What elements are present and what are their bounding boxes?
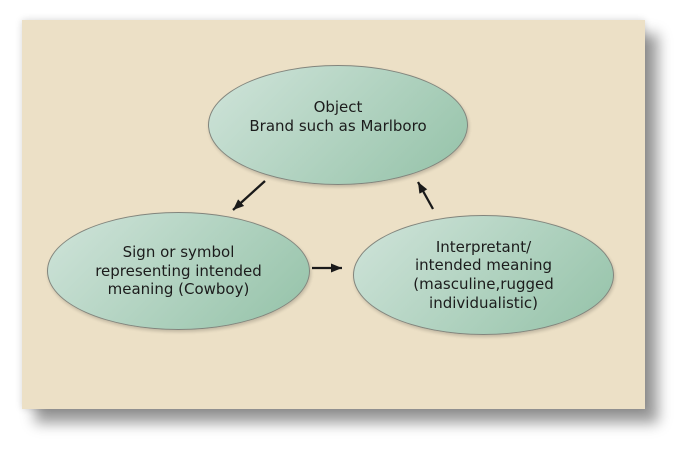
- node-object-label: Object Brand such as Marlboro: [249, 98, 427, 135]
- node-object: Object Brand such as Marlboro: [208, 65, 468, 185]
- arrow-object-to-sign: [232, 180, 266, 211]
- node-sign: Sign or symbol representing intended mea…: [47, 212, 310, 330]
- node-interpretant-label: Interpretant/ intended meaning (masculin…: [413, 237, 554, 312]
- node-interpretant: Interpretant/ intended meaning (masculin…: [353, 215, 614, 335]
- arrow-interpretant-to-object: [416, 181, 435, 210]
- node-sign-label: Sign or symbol representing intended mea…: [95, 242, 262, 299]
- diagram-panel: Object Brand such as Marlboro Sign or sy…: [22, 20, 645, 409]
